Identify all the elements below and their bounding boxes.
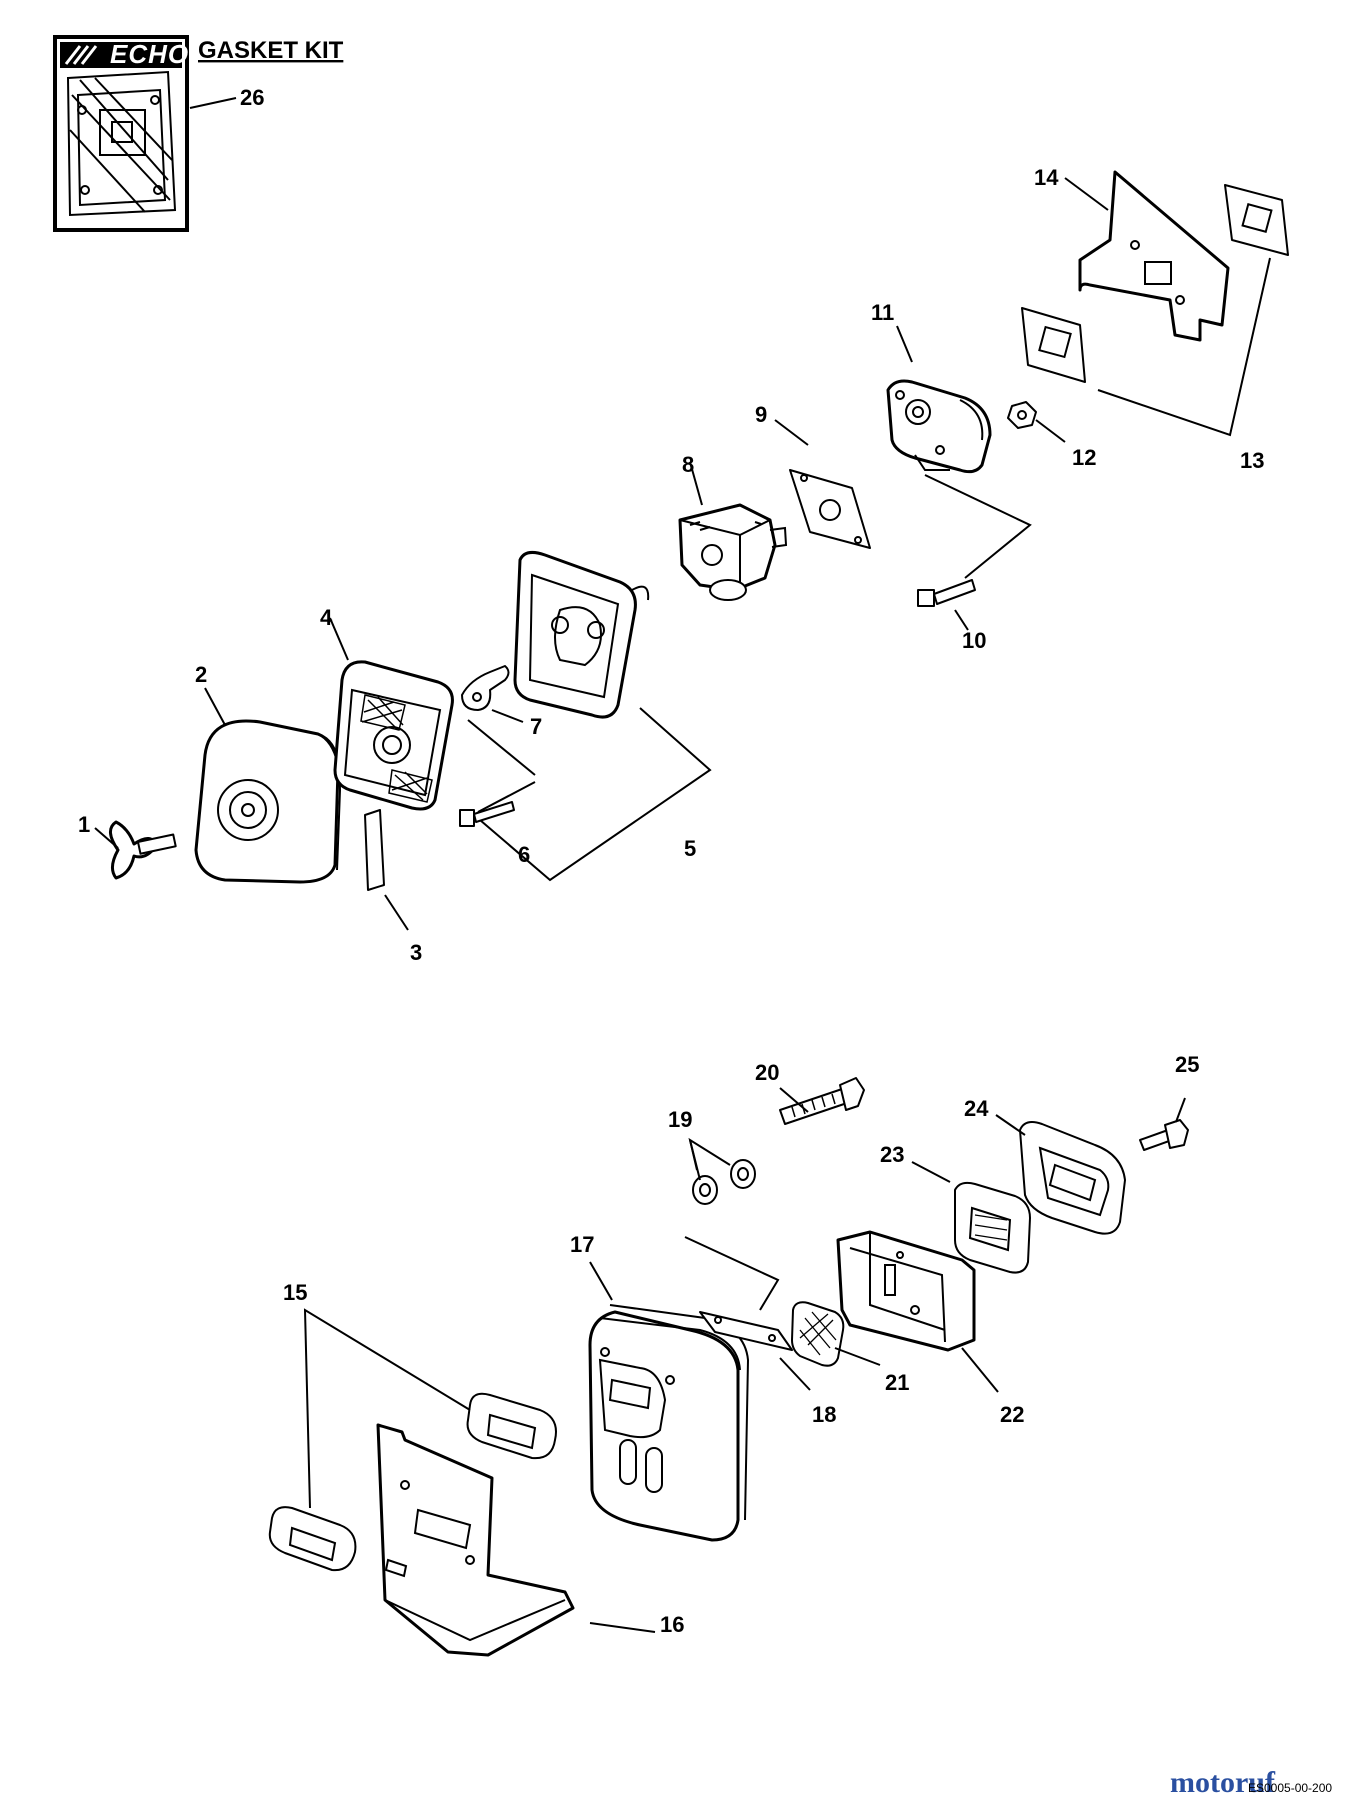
- callout-14: 14: [1034, 165, 1059, 190]
- callout-3: 3: [410, 940, 422, 965]
- callout-22: 22: [1000, 1402, 1024, 1427]
- callout-1: 1: [78, 812, 90, 837]
- callout-13: 13: [1240, 448, 1264, 473]
- gasket-kit-box: ECHO GASKET KIT: [53, 35, 344, 232]
- diagram-code: ES0005-00-200: [1248, 1781, 1332, 1795]
- part-6-bolt: [459, 801, 515, 827]
- callout-9: 9: [755, 402, 767, 427]
- callout-24: 24: [964, 1096, 989, 1121]
- part-3-tag: [364, 809, 385, 891]
- part-12-nut: [1007, 401, 1037, 429]
- callout-11: 11: [871, 300, 894, 325]
- part-4-filter-element: [333, 660, 454, 811]
- part-1-wing-bolt: [109, 820, 177, 880]
- part-19-washer-a: [730, 1159, 756, 1189]
- callout-2: 2: [195, 662, 207, 687]
- callout-16: 16: [660, 1612, 684, 1637]
- part-14-heat-plate: [1078, 170, 1230, 342]
- callout-12: 12: [1072, 445, 1096, 470]
- callout-25: 25: [1175, 1052, 1199, 1077]
- part-13-gasket-a: [1021, 307, 1086, 383]
- part-2-air-cleaner-cover: [194, 719, 342, 884]
- part-19-washer-b: [692, 1175, 718, 1205]
- echo-logo-text: ECHO: [110, 39, 189, 69]
- gasket-kit-title: GASKET KIT: [198, 37, 344, 64]
- part-22-cover: [836, 1230, 976, 1352]
- callout-10: 10: [962, 628, 986, 653]
- callout-4: 4: [320, 605, 333, 630]
- part-5-air-cleaner-case: [513, 550, 650, 719]
- part-15-gasket-a: [466, 1392, 557, 1460]
- callout-8: 8: [682, 452, 694, 477]
- part-13-gasket-b: [1224, 184, 1289, 256]
- part-23-gasket: [954, 1181, 1031, 1274]
- callout-labels: 1 2 3 4 5 6 7 8 9 10 11 12 13 14 15 16 1…: [78, 85, 1264, 1637]
- callout-19: 19: [668, 1107, 692, 1132]
- part-20-bolt: [779, 1077, 865, 1125]
- callout-23: 23: [880, 1142, 904, 1167]
- part-18-plate: [699, 1311, 793, 1351]
- callout-7: 7: [530, 714, 542, 739]
- part-24-gasket: [1019, 1121, 1126, 1235]
- callout-17: 17: [570, 1232, 594, 1257]
- part-11-insulator: [886, 379, 992, 474]
- part-15-gasket-b: [268, 1506, 357, 1572]
- callout-18: 18: [812, 1402, 836, 1427]
- part-17-muffler: [588, 1304, 750, 1542]
- part-21-screen: [791, 1301, 845, 1367]
- part-9-gasket: [789, 469, 871, 549]
- part-16-heat-shield: [376, 1423, 575, 1657]
- callout-5: 5: [684, 836, 696, 861]
- callout-21: 21: [885, 1370, 909, 1395]
- part-8-carburetor: [678, 503, 788, 601]
- callout-26: 26: [240, 85, 264, 110]
- part-25-bolt: [1139, 1119, 1189, 1151]
- callout-15: 15: [283, 1280, 307, 1305]
- part-10-bolt: [917, 579, 976, 607]
- callout-20: 20: [755, 1060, 779, 1085]
- gasket-kit-illustration: [66, 70, 177, 217]
- callout-6: 6: [518, 842, 530, 867]
- watermark: motoruf: [1170, 1766, 1276, 1799]
- part-7-bracket: [461, 665, 510, 711]
